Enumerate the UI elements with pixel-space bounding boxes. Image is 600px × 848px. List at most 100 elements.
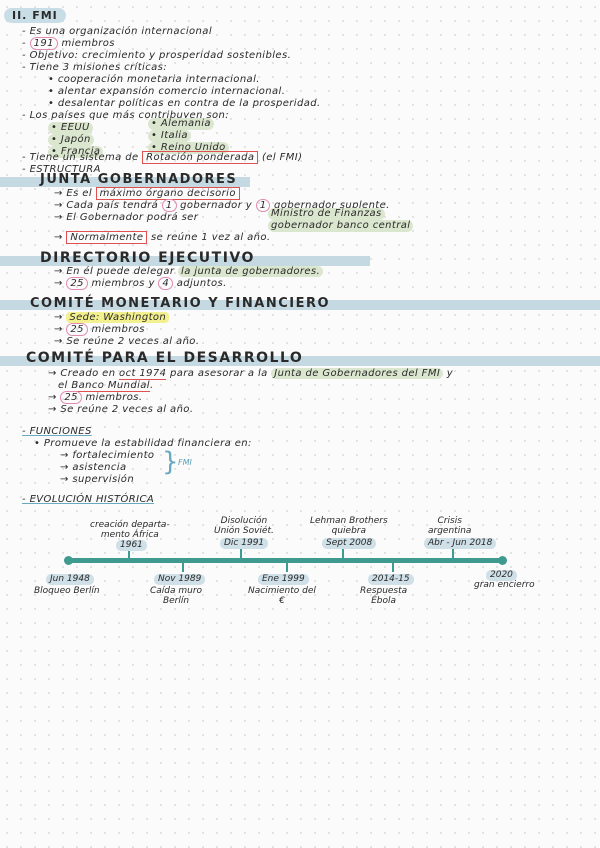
timeline-end-dot bbox=[498, 556, 507, 565]
cd-a-mid: para asesorar a la bbox=[166, 368, 272, 379]
junta-c-opt1: Ministro de Finanzas bbox=[268, 208, 385, 220]
directorio-a-hl: la junta de gobernadores. bbox=[178, 266, 324, 277]
page-title: II. FMI bbox=[4, 8, 66, 23]
intro-line-6: - Tiene un sistema de Rotación ponderada… bbox=[22, 151, 303, 164]
funciones-a: • Promueve la estabilidad financiera en: bbox=[34, 438, 252, 449]
rotation-box: Rotación ponderada bbox=[142, 151, 259, 164]
intro-line-1: - Es una organización internacional bbox=[22, 26, 212, 37]
cd-a-hl: Junta de Gobernadores del FMI bbox=[271, 368, 444, 379]
event-date-2018: Abr - Jun 2018 bbox=[424, 538, 497, 549]
system-prefix: - Tiene un sistema de bbox=[22, 152, 143, 163]
tick-1989 bbox=[182, 560, 184, 572]
timeline-start-dot bbox=[64, 556, 73, 565]
cd-a-date: oct 1974 bbox=[119, 368, 167, 380]
event-date-1991: Dic 1991 bbox=[220, 538, 269, 549]
directorio-band bbox=[0, 256, 370, 266]
junta-heading: JUNTA GOBERNADORES bbox=[40, 172, 238, 187]
event-text-1961: creación departa- mento África bbox=[90, 520, 170, 540]
cmf-b-post: miembros bbox=[87, 324, 145, 335]
tick-1991 bbox=[240, 549, 242, 561]
tick-2008 bbox=[342, 549, 344, 561]
funciones-note: FMI bbox=[178, 458, 192, 467]
junta-b: → Cada país tendrá 1 gobernador y 1 gobe… bbox=[54, 199, 390, 212]
event-text-2018: Crisis argentina bbox=[428, 516, 472, 536]
junta-b-mid: gobernador y bbox=[176, 200, 256, 211]
event-text-1991: Disolución Unión Soviét. bbox=[214, 516, 274, 536]
cmf-band bbox=[0, 300, 600, 310]
cd-a-pre: → Creado en bbox=[48, 368, 120, 379]
cd-a2-pre: el bbox=[58, 380, 72, 391]
country-right-3: • Reino Unido bbox=[148, 142, 229, 154]
junta-b-post: gobernador suplente. bbox=[270, 200, 390, 211]
cmf-b-n: 25 bbox=[66, 323, 88, 336]
event-text-2014: Respuesta Ébola bbox=[360, 586, 408, 606]
event-text-1989: Caída muro Berlín bbox=[150, 586, 203, 606]
event-date-1948: Jun 1948 bbox=[46, 574, 94, 585]
cd-a2-box: Banco Mundial bbox=[71, 380, 150, 392]
intro-line-7: - ESTRUCTURA bbox=[22, 164, 101, 175]
directorio-a-pre: → En él puede delegar bbox=[54, 266, 179, 277]
cmf-c: → Se reúne 2 veces al año. bbox=[54, 336, 200, 347]
mission-1: • cooperación monetaria internacional. bbox=[48, 74, 260, 85]
event-label-1991: Disolución Unión Soviét. bbox=[214, 516, 274, 536]
intro-line-2: - 191 miembros bbox=[22, 37, 115, 50]
junta-a: → Es el máximo órgano decisorio bbox=[54, 187, 240, 200]
junta-d: → Normalmente se reúne 1 vez al año. bbox=[54, 231, 271, 244]
cmf-a-hl: Sede: Washington bbox=[66, 312, 170, 323]
funcion-3: → supervisión bbox=[60, 474, 135, 485]
junta-b-n1: 1 bbox=[161, 199, 177, 212]
junta-a-box: máximo órgano decisorio bbox=[95, 187, 240, 200]
directorio-b-post: adjuntos. bbox=[173, 278, 227, 289]
intro-line-4: - Tiene 3 misiones críticas: bbox=[22, 62, 168, 73]
tick-2018 bbox=[452, 549, 454, 561]
junta-a-pre: → Es el bbox=[54, 188, 96, 199]
intro-line-3: - Objetivo: crecimiento y prosperidad so… bbox=[22, 50, 292, 61]
event-text-1948: Bloqueo Berlín bbox=[34, 586, 100, 596]
mission-3: • desalentar políticas en contra de la p… bbox=[48, 98, 321, 109]
country-left-1: • EEUU bbox=[48, 122, 93, 134]
cd-b-post: miembros. bbox=[81, 392, 143, 403]
event-date-2020: 2020 bbox=[486, 570, 517, 581]
country-right-2: • Italia bbox=[148, 130, 191, 142]
funcion-2: → asistencia bbox=[60, 462, 127, 473]
event-label-1999: Nacimiento del € bbox=[248, 586, 316, 606]
event-text-2020: gran encierro bbox=[474, 580, 535, 590]
directorio-b-n2: 4 bbox=[158, 277, 174, 290]
junta-b-n2: 1 bbox=[255, 199, 271, 212]
country-left-3: • Francia bbox=[48, 146, 104, 158]
tick-1999 bbox=[286, 560, 288, 572]
members-label: miembros bbox=[57, 38, 115, 49]
cd-heading: COMITÉ PARA EL DESARROLLO bbox=[26, 350, 304, 366]
cd-a2: el Banco Mundial. bbox=[58, 380, 154, 392]
cd-a: → Creado en oct 1974 para asesorar a la … bbox=[48, 368, 453, 380]
cd-a2-post: . bbox=[149, 380, 154, 391]
cd-b-n: 25 bbox=[60, 391, 82, 404]
cmf-a: → Sede: Washington bbox=[54, 312, 170, 324]
junta-c: → El Gobernador podrá ser bbox=[54, 212, 199, 223]
cd-a-post: y bbox=[443, 368, 454, 379]
members-count: 191 bbox=[29, 37, 58, 50]
junta-d-box: Normalmente bbox=[66, 231, 148, 244]
junta-band bbox=[0, 177, 250, 187]
event-label-2018: Crisis argentina bbox=[428, 516, 471, 536]
cmf-b: → 25 miembros bbox=[54, 323, 145, 336]
junta-d-post: se reúne 1 vez al año. bbox=[147, 232, 271, 243]
directorio-b: → 25 miembros y 4 adjuntos. bbox=[54, 277, 227, 290]
country-right-1: • Alemania bbox=[148, 118, 214, 130]
country-left-2: • Japón bbox=[48, 134, 94, 146]
system-suffix: (el FMI) bbox=[258, 152, 303, 163]
funciones-heading: - FUNCIONES bbox=[22, 426, 92, 437]
event-date-2014: 2014-15 bbox=[368, 574, 414, 585]
cd-b: → 25 miembros. bbox=[48, 391, 143, 404]
event-date-1961: 1961 bbox=[116, 540, 147, 551]
event-date-1989: Nov 1989 bbox=[154, 574, 206, 585]
event-label-2014: Respuesta Ébola bbox=[360, 586, 407, 606]
event-label-1948: Bloqueo Berlín bbox=[34, 586, 100, 596]
event-date-1999: Ene 1999 bbox=[258, 574, 309, 585]
event-date-2008: Sept 2008 bbox=[322, 538, 377, 549]
tick-1961 bbox=[128, 549, 130, 561]
directorio-a: → En él puede delegar la junta de gobern… bbox=[54, 266, 324, 278]
junta-b-pre: → Cada país tendrá bbox=[54, 200, 162, 211]
brace-icon: } bbox=[162, 447, 179, 477]
event-text-2008: Lehman Brothers quiebra bbox=[310, 516, 388, 536]
